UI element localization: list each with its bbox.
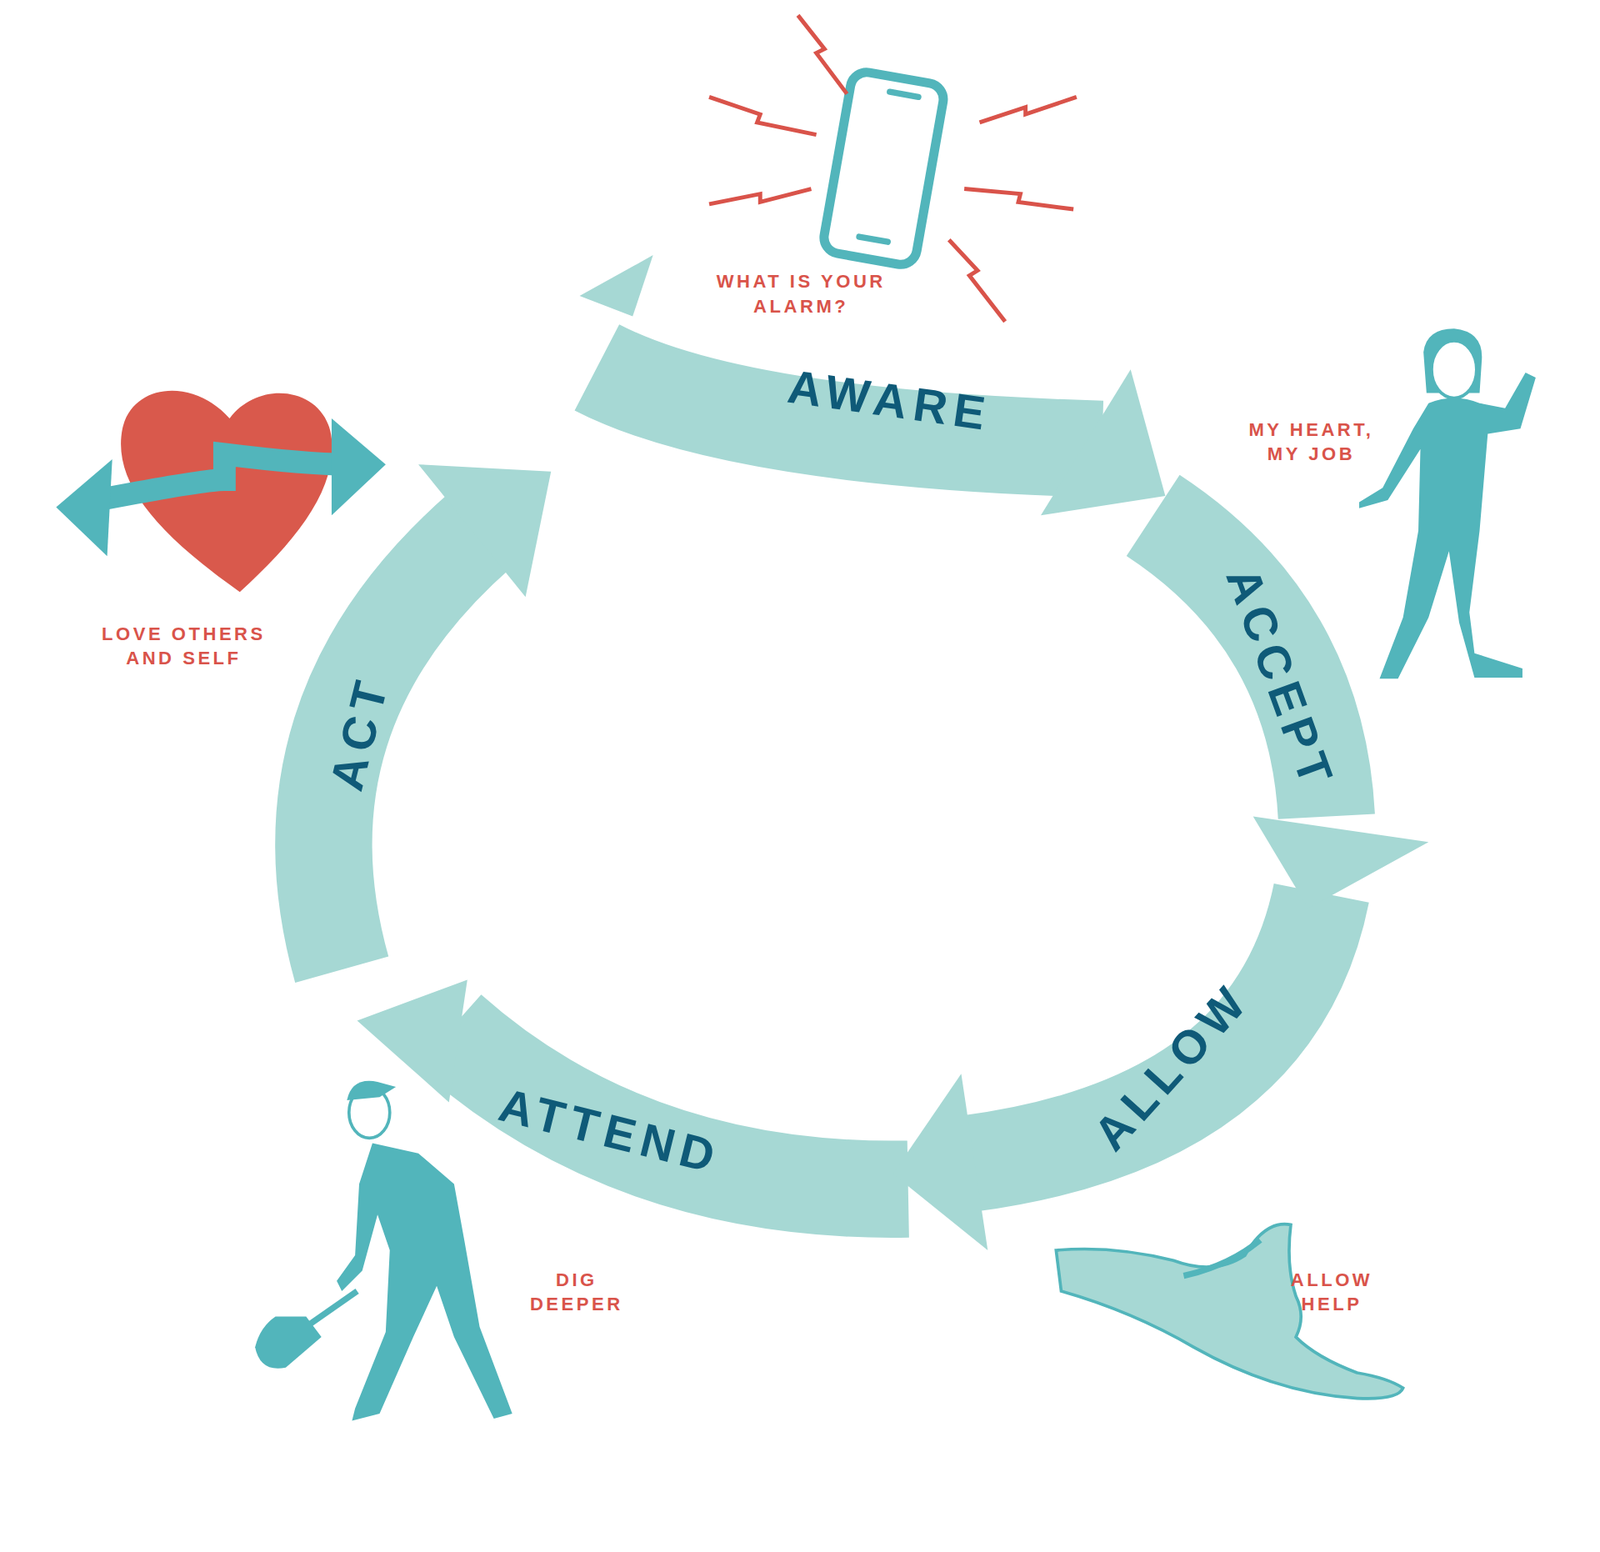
heart-icon [55,390,386,592]
man-figure [255,1080,513,1421]
callout-text: MY HEART, MY JOB [1240,416,1383,467]
allow-band [969,892,1321,1163]
callout-text: WHAT IS YOUR ALARM? [704,269,899,320]
callout-text: LOVE OTHERS AND SELF [81,620,286,671]
woman-figure [1359,328,1536,679]
aware-tail [580,255,654,316]
act-head [418,464,551,597]
callout-text: ALLOW HELP [1275,1266,1389,1317]
accept-head [1253,816,1430,909]
callout-text: DIG DEEPER [520,1266,633,1317]
allow-head [892,1073,988,1250]
hand-icon [1055,1224,1403,1399]
attend-band [449,1030,909,1190]
arrowheads [357,255,1430,1250]
aware-head [1040,369,1165,515]
cycle-bands [323,367,1326,1190]
